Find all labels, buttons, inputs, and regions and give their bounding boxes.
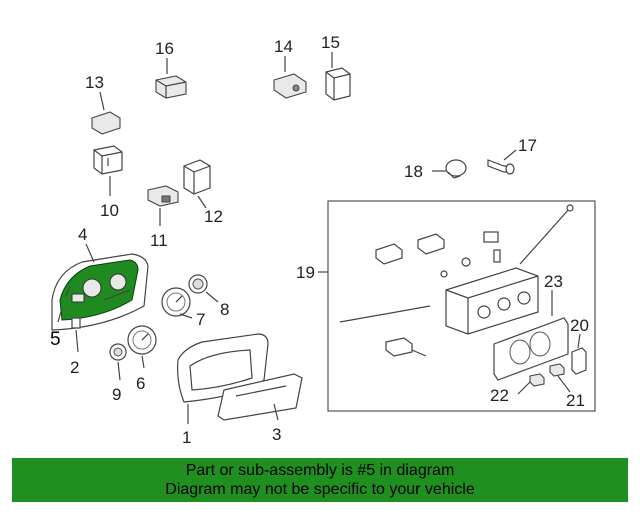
part-23-faceplate[interactable] [493, 317, 569, 381]
banner-line-1: Part or sub-assembly is #5 in diagram [185, 462, 455, 479]
leader-4 [85, 243, 95, 263]
part-14-switch[interactable] [273, 73, 307, 99]
info-banner: Part or sub-assembly is #5 in diagram Di… [12, 458, 628, 502]
callout-14: 14 [274, 37, 293, 56]
part-13-switch[interactable] [91, 111, 121, 135]
leader-12 [197, 195, 207, 209]
callout-13: 13 [85, 73, 104, 92]
part-6-gauge[interactable] [127, 325, 157, 355]
parts-diagram: 16 14 15 13 10 11 12 18 [50, 33, 596, 447]
callout-4: 4 [78, 225, 87, 244]
part-3-lens[interactable] [217, 373, 303, 421]
callout-12: 12 [204, 207, 223, 226]
part-7-gauge[interactable] [161, 287, 191, 317]
leader-20 [577, 333, 581, 349]
part-19-box [327, 200, 596, 412]
part-18-socket[interactable] [445, 159, 467, 179]
callout-21: 21 [566, 391, 585, 410]
part-2-bracket[interactable] [71, 317, 81, 329]
callout-18: 18 [404, 162, 423, 181]
callout-19: 19 [296, 263, 315, 282]
part-16-switch[interactable] [155, 75, 187, 99]
part-19-hvac-control[interactable] [339, 204, 574, 357]
callout-20: 20 [570, 316, 589, 335]
part-5-cluster-assembly[interactable] [59, 259, 139, 321]
part-9-gauge[interactable] [109, 343, 127, 361]
callout-1: 1 [182, 428, 191, 447]
part-11-switch[interactable] [147, 185, 179, 207]
callout-23: 23 [544, 272, 563, 291]
callout-3: 3 [272, 425, 281, 444]
leader-8 [205, 291, 219, 303]
leader-6 [141, 355, 145, 369]
part-10-switch[interactable] [93, 145, 123, 175]
leader-9 [117, 361, 121, 381]
callout-22: 22 [490, 386, 509, 405]
part-21-clip[interactable] [549, 363, 565, 377]
part-22-clip[interactable] [529, 373, 545, 387]
leader-3 [273, 403, 279, 421]
part-15-switch[interactable] [325, 67, 351, 101]
banner-line-2: Diagram may not be specific to your vehi… [165, 481, 475, 498]
callout-10: 10 [100, 201, 119, 220]
leader-7 [179, 313, 193, 319]
part-12-switch[interactable] [183, 159, 211, 195]
callout-16: 16 [155, 39, 174, 58]
callout-17: 17 [518, 136, 537, 155]
leader-13 [99, 91, 105, 111]
leader-21 [557, 375, 571, 393]
part-20-knob[interactable] [571, 347, 587, 375]
callout-7: 7 [196, 310, 205, 329]
part-17-bulb[interactable] [487, 159, 515, 175]
leader-5 [57, 307, 63, 323]
callout-11: 11 [150, 231, 168, 250]
part-8-gauge[interactable] [188, 274, 208, 294]
leader-17 [503, 149, 517, 161]
leader-2 [75, 329, 79, 353]
callout-2: 2 [70, 358, 79, 377]
callout-8: 8 [220, 300, 229, 319]
callout-6: 6 [136, 374, 145, 393]
callout-15: 15 [321, 33, 340, 52]
leader-22 [517, 381, 531, 395]
callout-9: 9 [112, 385, 121, 404]
callout-5: 5 [50, 329, 61, 350]
